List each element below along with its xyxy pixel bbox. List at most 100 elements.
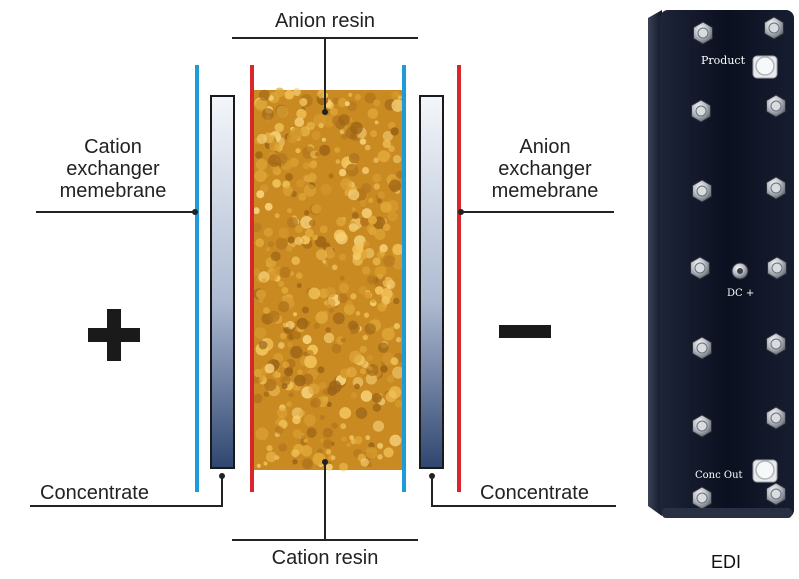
resin-bead [255, 158, 268, 171]
resin-bead [359, 345, 367, 354]
resin-bead [266, 261, 272, 268]
resin-bead [360, 458, 370, 467]
cation-resin-label: Cation resin [271, 547, 379, 569]
bolt-icon [766, 482, 786, 506]
resin-bead [328, 307, 334, 313]
bolt-icon [692, 336, 712, 360]
resin-bead [258, 297, 264, 303]
resin-bead [391, 91, 399, 99]
resin-bead [308, 287, 321, 300]
resin-bead [392, 243, 404, 255]
device-dc-label: DC + [727, 288, 754, 299]
resin-bead [318, 381, 327, 390]
resin-bead [358, 285, 368, 295]
resin-bead [285, 173, 293, 181]
resin-bead [283, 326, 291, 334]
resin-bead [268, 310, 280, 323]
resin-bead [281, 287, 289, 294]
bolt-icon [766, 332, 786, 356]
right-concentrate-chamber [419, 95, 444, 469]
bolt-icon [766, 94, 786, 118]
resin-bead [372, 403, 381, 412]
cation-membrane-line-2: exchanger [66, 158, 160, 180]
device-bolts [690, 16, 787, 510]
resin-bead [329, 107, 338, 116]
resin-bead [387, 210, 398, 222]
resin-bead [272, 179, 281, 188]
anion-membrane-line-2: exchanger [498, 158, 592, 180]
resin-bead [294, 117, 305, 127]
resin-bead [299, 410, 306, 417]
resin-bead [263, 227, 273, 237]
resin-bead [350, 121, 363, 135]
resin-bead [296, 108, 307, 119]
resin-bead [263, 307, 270, 315]
resin-bead [374, 120, 379, 125]
resin-bead [377, 302, 387, 312]
resin-bead [394, 399, 403, 408]
resin-bead [255, 427, 269, 441]
resin-bead [346, 442, 352, 448]
resin-bead [354, 383, 360, 390]
anion-membrane-line-1: Anion [519, 136, 571, 158]
resin-bead [365, 435, 371, 441]
resin-bead [382, 130, 394, 142]
resin-bead [355, 311, 361, 316]
resin-bead [259, 374, 267, 382]
resin-bead [314, 152, 320, 157]
product-port-icon [752, 55, 778, 79]
resin-bead [376, 250, 385, 259]
bolt-icon [693, 21, 713, 45]
resin-bead [348, 92, 353, 97]
resin-bead [364, 144, 371, 151]
resin-bead [367, 275, 377, 285]
resin-bead [393, 297, 400, 305]
resin-bead [274, 371, 280, 378]
resin-bead [278, 443, 288, 452]
resin-bead [377, 442, 384, 449]
resin-bead [385, 391, 397, 403]
resin-bead [338, 168, 347, 177]
resin-bead [372, 420, 385, 432]
resin-bead [263, 391, 270, 398]
resin-bead [263, 461, 268, 466]
resin-bead [381, 327, 395, 341]
resin-bead [348, 118, 353, 122]
resin-bead [396, 170, 404, 179]
resin-bead [297, 369, 303, 375]
resin-bead [294, 224, 303, 233]
resin-bead [359, 199, 367, 207]
resin-bead [393, 323, 400, 330]
edi-caption: EDI [710, 552, 741, 572]
resin-bead [344, 101, 350, 107]
resin-bead [341, 436, 347, 442]
resin-bead [289, 271, 295, 276]
resin-bead [252, 393, 263, 404]
resin-bead [292, 330, 301, 340]
resin-bead [322, 427, 333, 438]
resin-bead [374, 266, 387, 278]
resin-bead [290, 127, 303, 140]
resin-bead [278, 301, 290, 313]
resin-bead [291, 449, 300, 458]
resin-bead [277, 407, 288, 418]
resin-bead [361, 183, 372, 194]
resin-bead [253, 369, 263, 378]
resin-bead [325, 463, 333, 471]
resin-bead [366, 354, 373, 362]
left-concentrate-pointer [30, 476, 223, 507]
resin-bead [258, 89, 270, 101]
resin-bead [299, 98, 308, 106]
resin-bead [367, 108, 379, 119]
resin-bead [255, 98, 268, 112]
resin-bead [255, 151, 263, 159]
resin-bead [390, 357, 399, 366]
resin-bead [274, 143, 282, 152]
resin-bead [374, 228, 386, 240]
resin-bead [319, 438, 325, 443]
resin-bead [266, 451, 277, 463]
resin-bead [368, 197, 374, 203]
resin-bead [383, 255, 395, 268]
resin-bead [304, 355, 317, 369]
resin-bead [365, 373, 377, 385]
